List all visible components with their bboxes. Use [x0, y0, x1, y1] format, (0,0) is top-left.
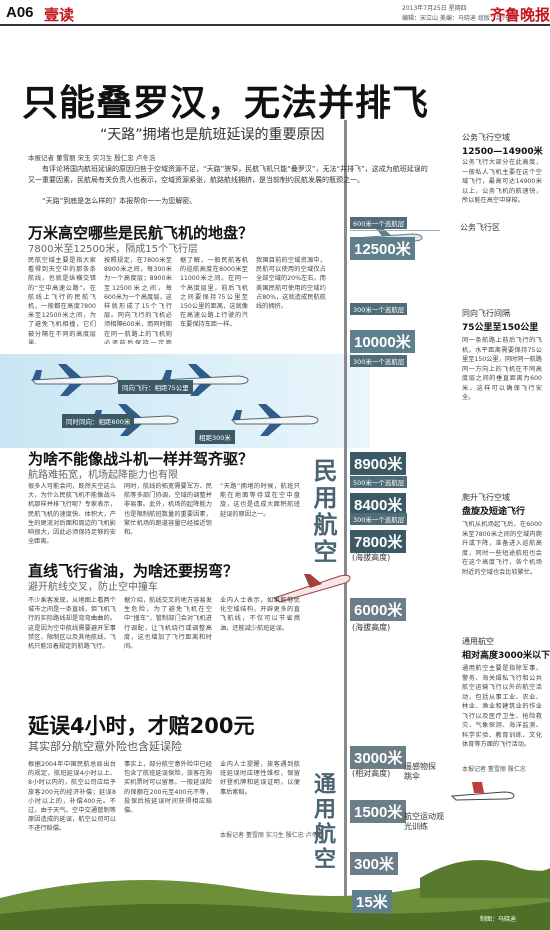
side-box-title: 公务飞行空域 [462, 133, 510, 142]
low-altitude-label: 遥感物探跳伞 [404, 762, 436, 781]
layer-label: 600米一个巡航层 [350, 217, 408, 229]
side-box-title: 通用航空 [462, 637, 494, 646]
altitude-label: 8400米 [350, 493, 407, 516]
low-altitude-label: 航空运动观光训练 [404, 812, 444, 831]
altitude-note: (相对高度) [352, 769, 391, 778]
lead-paragraph: “天路”到底是怎么样的？本报帮你一一为您解密。 [42, 197, 197, 205]
article-column: 民航空域主要是指大家看得到天空中的那条条航线，也就是纵横交错的“空中高速公路”。… [28, 257, 96, 344]
airliner-icon [160, 364, 249, 396]
article-column: 不少乘客发现，从地图上看两个城市之间是一条直线，但飞机飞行的实际路线却是弯弯曲曲… [28, 597, 116, 651]
altitude-label: 300米 [350, 852, 399, 875]
section-title: 直线飞行省油，为啥还要拐弯？ [28, 562, 239, 580]
sky-band [0, 354, 370, 448]
article-column: 按照规定，在7800米至8900米之间，每300米为一个高度层；8900米至12… [104, 257, 172, 344]
article-column: 据介绍，航线交叉的地方容易发生危险，为了避免飞机在空中“撞车”，管制部门会对飞机… [124, 597, 212, 651]
section-subtitle: 避开航线交叉，防止空中撞车 [28, 582, 158, 593]
article-column: 根据2004年中国民航总局出台的规定，航班延误4小时以上、8小时以内的，航空公司… [28, 761, 116, 833]
figure-caption: 制图：马晓迪 [480, 916, 517, 923]
article-column: “天路”拥堵的时候，航班只能在地面等待或在空中盘旋，这也是造成大面积航班延误的原… [220, 483, 300, 518]
page-header: A06 壹读 2013年7月25日 星期四 编辑：宋立山 美编：马晓迪 组版：吕… [0, 0, 550, 26]
section-title: 万米高空哪些是民航飞机的地盘？ [28, 224, 254, 242]
airport-label: 公务飞行区 [460, 223, 500, 232]
separation-label: 同时同向：相距600米 [62, 414, 135, 428]
page-number: A06 [6, 4, 34, 21]
article-column: 很多人可能会问，既然天空这么大，为什么民航飞机不能像战斗机那样并排飞行呢？专家表… [28, 483, 116, 546]
masthead-logo: 齐鲁晚报 [490, 6, 550, 24]
editor-line: 编辑：宋立山 美编：马晓迪 组版：吕兴 [402, 15, 508, 22]
date-line: 2013年7月25日 星期四 [402, 5, 467, 12]
side-credits: 本报记者 董雪丽 殷仁忠 [462, 766, 526, 773]
lead-paragraph: 有评论将国内航班延误的原因归咎于空域资源不足，“天路”狭窄，民航飞机只能“叠罗汉… [28, 165, 428, 184]
article-credits: 本报记者 董雪丽 实习生 殷仁忠 卢冬浩 [220, 832, 324, 839]
light-aircraft-icon [450, 782, 515, 801]
page-title: 只能叠罗汉，无法并排飞 [22, 83, 430, 124]
side-box-body: 同一条航路上前后飞行的飞机，水平距离需要保持75公里至150公里，同时同一航路同… [462, 337, 542, 401]
article-column: 业内人士表示，如果能够优化空域结构，开辟更多的直飞航线，不仅可以节省燃油，还能减… [220, 597, 300, 632]
separation-label: 相距300米 [195, 430, 235, 444]
layer-label: 300米一个巡航层 [350, 303, 408, 315]
layer-label: 300米一个巡航层 [350, 355, 408, 367]
article-column: 我国目前的空域资源中，民航可以使用的空域仅占全部空域的20%左右，而美国民航可使… [256, 257, 326, 311]
side-box-title: 爬升飞行空域 [462, 493, 510, 502]
ground-landscape [0, 860, 550, 930]
altitude-label: 1500米 [350, 800, 407, 823]
altitude-label: 10000米 [350, 330, 415, 353]
page-subtitle: “天路”拥堵也是航班延误的重要原因 [100, 127, 325, 143]
section-subtitle: 7800米至12500米，隔成15个飞行层 [28, 244, 198, 255]
byline: 本报记者 董雪丽 宋玉 实习生 殷仁忠 卢冬浩 [28, 154, 156, 162]
article-column: 事实上，部分航空意外险中已经包含了航班延误保险，旅客在购买机票时可以留意。一般延… [124, 761, 212, 815]
altitude-label: 15米 [352, 890, 392, 913]
divider [350, 230, 440, 231]
side-box-heading: 相对高度3000米以下 [462, 651, 550, 661]
section-title: 为啥不能像战斗机一样并驾齐驱？ [28, 450, 254, 468]
altitude-label: 7800米 [350, 530, 407, 553]
article-column: 业内人士提醒，旅客遇到航班延误时应理性维权，保留好登机牌和延误证明，以便事后索赔… [220, 761, 300, 796]
side-box-heading: 12500—14900米 [462, 147, 543, 157]
bottom-article-title: 延误4小时，才赔200元 [28, 714, 255, 738]
side-box-heading: 盘旋及短途飞行 [462, 507, 526, 517]
low-altitude-label: 农业作业 [404, 861, 436, 870]
bottom-article-subtitle: 其实部分航空意外险也含延误险 [28, 740, 182, 753]
side-box-body: 公务飞行大部分在此高度，一般私人飞机主要在这个空域飞行，最高可达14900米以上… [462, 159, 542, 204]
layer-label: 500米一个巡航层 [350, 476, 408, 488]
section-name: 壹读 [44, 6, 75, 24]
article-column: 同时，航线的拓宽需要军方、民航等多部门协调，空域的调整并非易事。此外，机场的起降… [124, 483, 212, 537]
altitude-note: (海拔高度) [352, 623, 391, 632]
airliner-icon [230, 404, 319, 436]
side-box-title: 同向飞行间隔 [462, 309, 510, 318]
side-box-heading: 75公里至150公里 [462, 323, 539, 333]
altitude-scale [344, 120, 347, 910]
general-aviation-label: 通用航空 [310, 772, 335, 872]
side-box-body: 飞机从机场起飞后，在6000米至7800米之间的空域内爬升或下降，准备进入巡航高… [462, 521, 542, 576]
separation-label: 同向飞行：相距75公里 [118, 380, 193, 394]
section-subtitle: 航路难拓宽，机场起降能力也有限 [28, 470, 178, 481]
civil-aviation-label: 民用航空 [309, 458, 337, 566]
altitude-note: (海拔高度) [352, 553, 391, 562]
climbing-airliner-icon [272, 574, 351, 603]
layer-label: 300米一个巡航层 [350, 513, 408, 525]
side-box-body: 通用航空主要是指除军事、警务、海关缉私飞行和公共航空运输飞行以外的航空活动，包括… [462, 665, 542, 748]
altitude-label: 6000米 [350, 598, 407, 621]
article-column: 据了解，一般民航客机的巡航高度在8000米至11000米之间。在同一个高度层里，… [180, 257, 248, 329]
altitude-label: 3000米 [350, 746, 407, 769]
airliner-icon [30, 364, 119, 396]
altitude-label: 12500米 [350, 237, 415, 260]
altitude-label: 8900米 [350, 452, 407, 475]
